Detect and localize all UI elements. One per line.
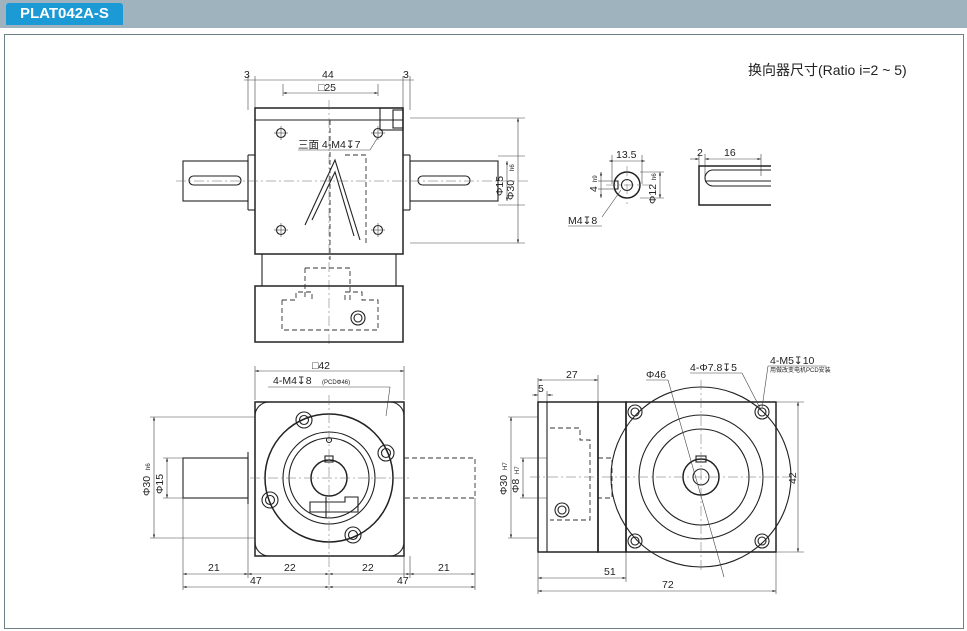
- dim-front-shaft: Φ15: [154, 474, 166, 494]
- front-view-body: [254, 401, 405, 557]
- dim-front-b4: 21: [438, 562, 450, 574]
- dim-side-phi8-tol: H7: [515, 466, 521, 474]
- top-view-holes: [274, 126, 385, 237]
- top-view-lower-housing: [254, 285, 404, 343]
- dim-front-b1: 21: [208, 562, 220, 574]
- dim-side-42: 42: [787, 472, 799, 484]
- dim-front-pcd: (PCDΦ46): [322, 380, 350, 386]
- side-holes: [627, 404, 770, 549]
- dim-shaft-dia: Φ12: [647, 184, 659, 204]
- dim-side-phi30: Φ30: [498, 475, 510, 495]
- dim-front-b3: 22: [362, 562, 374, 574]
- dim-side-tap: 4-M5↧10: [770, 355, 815, 367]
- dim-shaft-key-tol: h9: [593, 175, 599, 182]
- dim-front-holes: 4-M4↧8: [273, 375, 312, 387]
- dim-key-length: 16: [724, 147, 736, 159]
- key-detail: 2 16: [690, 147, 771, 206]
- dim-top-right: 3: [403, 69, 409, 81]
- dim-key-offset: 2: [697, 147, 703, 159]
- dim-front-square: □42: [312, 360, 330, 372]
- drawing-area: [4, 34, 964, 629]
- dim-side-51: 51: [604, 566, 616, 578]
- dim-side-phi46: Φ46: [646, 369, 666, 381]
- key-detail-shaft: [698, 165, 771, 206]
- dim-side-holes: 4-Φ7.8↧5: [690, 362, 737, 374]
- front-left-shaft: [182, 457, 249, 499]
- dim-side-phi30-tol: H7: [503, 462, 509, 470]
- dim-front-b5: 47: [250, 575, 262, 587]
- dim-shaft-tap: M4↧8: [568, 215, 597, 227]
- dim-top-shaft-outer: Φ30: [505, 180, 517, 200]
- dim-side-5: 5: [538, 383, 544, 395]
- front-holes: [261, 411, 395, 544]
- dim-top-width: 44: [322, 69, 334, 81]
- dim-side-tap-note: 用做改变电机PCD安装: [770, 366, 831, 374]
- dim-shaft-key: 4: [588, 186, 600, 192]
- dim-side-72: 72: [662, 579, 674, 591]
- front-view: □42 4-M4↧8 (PCDΦ46): [141, 360, 476, 590]
- dim-front-b2: 22: [284, 562, 296, 574]
- model-title-tab: PLAT042A-S: [6, 3, 123, 25]
- dim-front-b6: 47: [397, 575, 409, 587]
- header-bar: [0, 0, 967, 28]
- dim-top-square: □25: [318, 82, 336, 94]
- drawing-title: 换向器尺寸(Ratio i=2 ~ 5): [748, 62, 907, 78]
- dim-shaft-dia-tol: h6: [652, 173, 658, 180]
- top-view: 3 44 3 □25 Φ1: [176, 69, 530, 345]
- shaft-detail: 13.5 4 h9 Φ12 h6 M4↧8: [568, 149, 664, 227]
- dim-front-outer: Φ30: [141, 476, 153, 496]
- dim-top-holes: 三面 4-M4↧7: [298, 139, 361, 151]
- dim-front-outer-tol: h6: [146, 463, 152, 470]
- dim-top-shaft-outer-tol: h6: [510, 164, 516, 171]
- dim-side-27: 27: [566, 369, 578, 381]
- dim-side-phi8: Φ8: [510, 479, 522, 493]
- dim-shaft-length: 13.5: [616, 149, 637, 161]
- side-view: 27 5: [498, 355, 831, 594]
- dim-top-left: 3: [244, 69, 250, 81]
